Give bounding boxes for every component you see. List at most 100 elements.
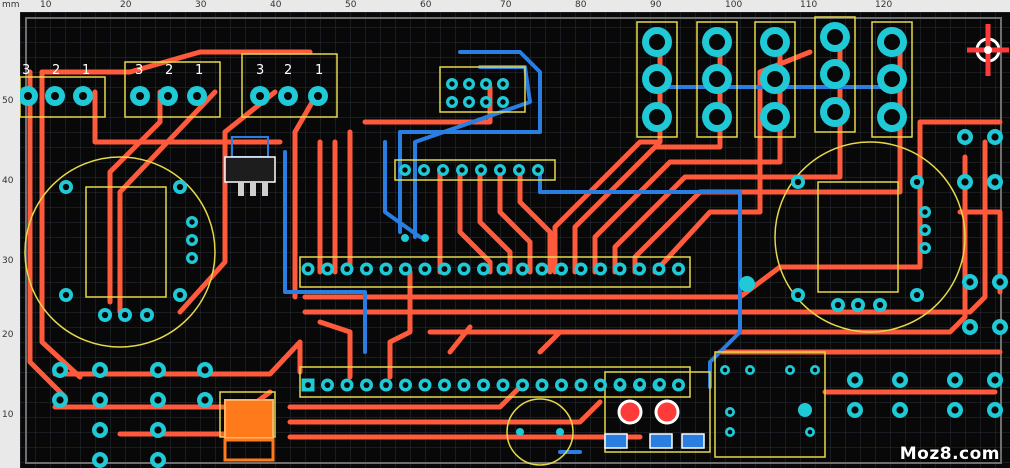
ruler-tick-label: 80 [575, 0, 587, 10]
pad-hole [794, 291, 802, 299]
ruler-tick-label: 30 [195, 0, 207, 10]
pad-hole [966, 323, 974, 331]
ruler-tick-label: 10 [2, 410, 14, 420]
voltage-regulator[interactable] [224, 136, 276, 196]
pad-hole [449, 81, 455, 87]
pcb-layout-drawing[interactable]: 3 2 1 3 2 1 3 2 1 [20, 12, 1010, 468]
pad-hole [189, 237, 195, 243]
silkscreen-layer [20, 16, 966, 466]
pad-hole [466, 99, 472, 105]
pad-hole [961, 178, 969, 186]
vertical-ruler[interactable]: 50 40 30 20 10 [0, 12, 21, 468]
pad-hole [558, 382, 565, 388]
pad-hole [441, 382, 448, 388]
pad-hole [421, 167, 427, 173]
pad-hole [480, 266, 487, 272]
pin-label: 1 [195, 63, 203, 78]
pad-hole [519, 382, 526, 388]
pad-hole [483, 81, 489, 87]
pad-hole [747, 367, 753, 373]
vias[interactable] [401, 234, 812, 417]
pad-hole [440, 167, 446, 173]
pad-hole [675, 382, 682, 388]
pad-hole [578, 382, 584, 388]
pcb-canvas[interactable]: 3 2 1 3 2 1 3 2 1 [20, 12, 1010, 468]
pad-hole [478, 167, 484, 173]
pad-hole [402, 266, 409, 272]
pad-hole [441, 266, 448, 272]
pad-hole [535, 167, 541, 173]
header-pad [820, 97, 850, 127]
pad-hole [466, 81, 472, 87]
pad-hole [383, 266, 389, 272]
pad-hole [637, 381, 643, 387]
pad-hole [896, 376, 904, 384]
pan-compass-icon[interactable] [965, 22, 1010, 78]
pad-hole [913, 291, 921, 299]
pad-hole [383, 382, 389, 388]
pad-hole [578, 266, 584, 272]
pad-hole [617, 266, 623, 272]
pad-hole [449, 99, 455, 105]
header-pad [877, 102, 907, 132]
pin-label: 2 [284, 63, 292, 78]
small-pads[interactable] [52, 78, 1008, 468]
pin-label: 3 [256, 63, 264, 78]
pad-hole [189, 255, 195, 261]
ruler-tick-label: 20 [2, 330, 14, 340]
pad-hole [121, 311, 129, 319]
connector-pads[interactable] [20, 86, 328, 106]
pad-hole [154, 396, 162, 404]
ruler-tick-label: 60 [420, 0, 432, 10]
watermark-logo: Moz8.com [899, 444, 1000, 464]
ruler-tick-label: 120 [875, 0, 893, 10]
pad-hole [62, 183, 70, 191]
pad-hole [461, 382, 467, 388]
pad-hole [344, 266, 350, 272]
pad-hole [807, 429, 813, 435]
pad-hole [516, 167, 522, 173]
header-pad [820, 22, 850, 52]
pad-hole [851, 406, 859, 414]
pad-hole [991, 376, 999, 384]
pad-hole [143, 311, 151, 319]
pad-hole [422, 266, 428, 272]
pad-hole [854, 301, 862, 309]
pad-hole [154, 456, 162, 464]
pad-hole [597, 382, 604, 388]
pad-hole [996, 323, 1004, 331]
pad-hole [812, 367, 818, 373]
pin-label: 1 [82, 63, 90, 78]
header-pad [877, 27, 907, 57]
pad-hole [617, 381, 623, 387]
grid-background [20, 12, 1010, 468]
pad-hole [896, 406, 904, 414]
pad-hole [675, 266, 682, 272]
pad-hole [794, 178, 802, 186]
pad-hole [62, 291, 70, 299]
ruler-tick-label: 10 [40, 0, 52, 10]
pad-hole [363, 382, 370, 388]
pad-hole [176, 183, 184, 191]
mounting-pads[interactable] [642, 22, 907, 132]
pad-hole [305, 266, 311, 272]
pad-hole [500, 81, 506, 87]
ruler-tick-label: 20 [120, 0, 132, 10]
pad-hole [96, 366, 104, 374]
header-pad [642, 102, 672, 132]
ruler-tick-label: 30 [2, 256, 14, 266]
pad-hole [154, 426, 162, 434]
ruler-tick-label: 100 [725, 0, 743, 10]
ruler-tick-label: 50 [345, 0, 357, 10]
header-pad [702, 27, 732, 57]
ruler-unit-label: mm [2, 0, 20, 10]
pad-hole [56, 366, 64, 374]
connector-pin-labels: 3 2 1 3 2 1 3 2 1 [22, 63, 323, 78]
pad-hole [201, 396, 209, 404]
orange-component[interactable] [223, 399, 275, 462]
capacitor-pads[interactable] [516, 399, 705, 449]
pad-hole [176, 291, 184, 299]
pad-hole [913, 178, 921, 186]
pad-hole [851, 376, 859, 384]
ruler-tick-label: 40 [270, 0, 282, 10]
